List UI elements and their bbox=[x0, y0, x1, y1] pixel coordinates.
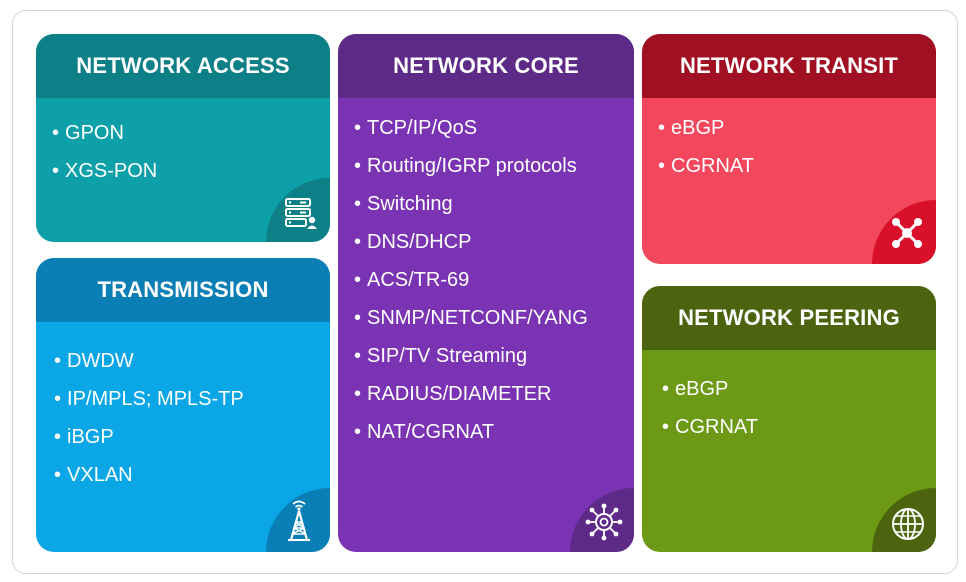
card-network-access: NETWORK ACCESS GPON XGS-PON bbox=[36, 34, 330, 242]
list-item: TCP/IP/QoS bbox=[354, 109, 634, 147]
network-hub-icon-badge bbox=[570, 488, 634, 552]
list-item: CGRNAT bbox=[662, 408, 936, 446]
card-title: TRANSMISSION bbox=[97, 277, 269, 302]
card-body: eBGP CGRNAT bbox=[642, 98, 936, 264]
list-item: CGRNAT bbox=[658, 147, 936, 185]
card-body: DWDW IP/MPLS; MPLS-TP iBGP VXLAN bbox=[36, 322, 330, 552]
item-list: eBGP CGRNAT bbox=[642, 98, 936, 185]
list-item: Switching bbox=[354, 185, 634, 223]
item-list: GPON XGS-PON bbox=[36, 98, 330, 190]
network-hub-icon bbox=[585, 503, 623, 541]
list-item: eBGP bbox=[658, 109, 936, 147]
list-item: DNS/DHCP bbox=[354, 223, 634, 261]
card-network-core: NETWORK CORE TCP/IP/QoS Routing/IGRP pro… bbox=[338, 34, 634, 552]
card-title-bar: TRANSMISSION bbox=[36, 258, 330, 322]
list-item: iBGP bbox=[54, 418, 330, 456]
item-list: TCP/IP/QoS Routing/IGRP protocols Switch… bbox=[338, 98, 634, 451]
item-list: eBGP CGRNAT bbox=[642, 350, 936, 446]
item-list: DWDW IP/MPLS; MPLS-TP iBGP VXLAN bbox=[36, 322, 330, 494]
list-item: VXLAN bbox=[54, 456, 330, 494]
card-title: NETWORK TRANSIT bbox=[679, 53, 899, 78]
list-item: eBGP bbox=[662, 370, 936, 408]
card-title-bar: NETWORK CORE bbox=[338, 34, 634, 98]
list-item: GPON bbox=[52, 114, 330, 152]
card-network-peering: NETWORK PEERING eBGP CGRNAT bbox=[642, 286, 936, 552]
card-title: NETWORK ACCESS bbox=[76, 53, 290, 78]
radio-tower-icon-badge bbox=[266, 488, 330, 552]
card-title-bar: NETWORK PEERING bbox=[642, 286, 936, 350]
list-item: IP/MPLS; MPLS-TP bbox=[54, 380, 330, 418]
list-item: RADIUS/DIAMETER bbox=[354, 375, 634, 413]
card-transmission: TRANSMISSION DWDW IP/MPLS; MPLS-TP iBGP … bbox=[36, 258, 330, 552]
nodes-icon-badge bbox=[872, 200, 936, 264]
card-body: eBGP CGRNAT bbox=[642, 350, 936, 552]
list-item: SIP/TV Streaming bbox=[354, 337, 634, 375]
nodes-icon bbox=[892, 218, 922, 248]
list-item: ACS/TR-69 bbox=[354, 261, 634, 299]
card-title: NETWORK CORE bbox=[393, 53, 579, 78]
list-item: DWDW bbox=[54, 342, 330, 380]
list-item: Routing/IGRP protocols bbox=[354, 147, 634, 185]
list-item: NAT/CGRNAT bbox=[354, 413, 634, 451]
card-body: TCP/IP/QoS Routing/IGRP protocols Switch… bbox=[338, 98, 634, 552]
card-network-transit: NETWORK TRANSIT eBGP CGRNAT bbox=[642, 34, 936, 264]
globe-icon-badge bbox=[872, 488, 936, 552]
card-title: NETWORK PEERING bbox=[678, 305, 900, 330]
list-item: XGS-PON bbox=[52, 152, 330, 190]
card-title-bar: NETWORK TRANSIT bbox=[642, 34, 936, 98]
server-user-icon bbox=[285, 198, 317, 229]
globe-icon bbox=[892, 508, 924, 540]
card-title-bar: NETWORK ACCESS bbox=[36, 34, 330, 98]
card-body: GPON XGS-PON bbox=[36, 98, 330, 242]
list-item: SNMP/NETCONF/YANG bbox=[354, 299, 634, 337]
radio-tower-icon bbox=[288, 500, 310, 541]
